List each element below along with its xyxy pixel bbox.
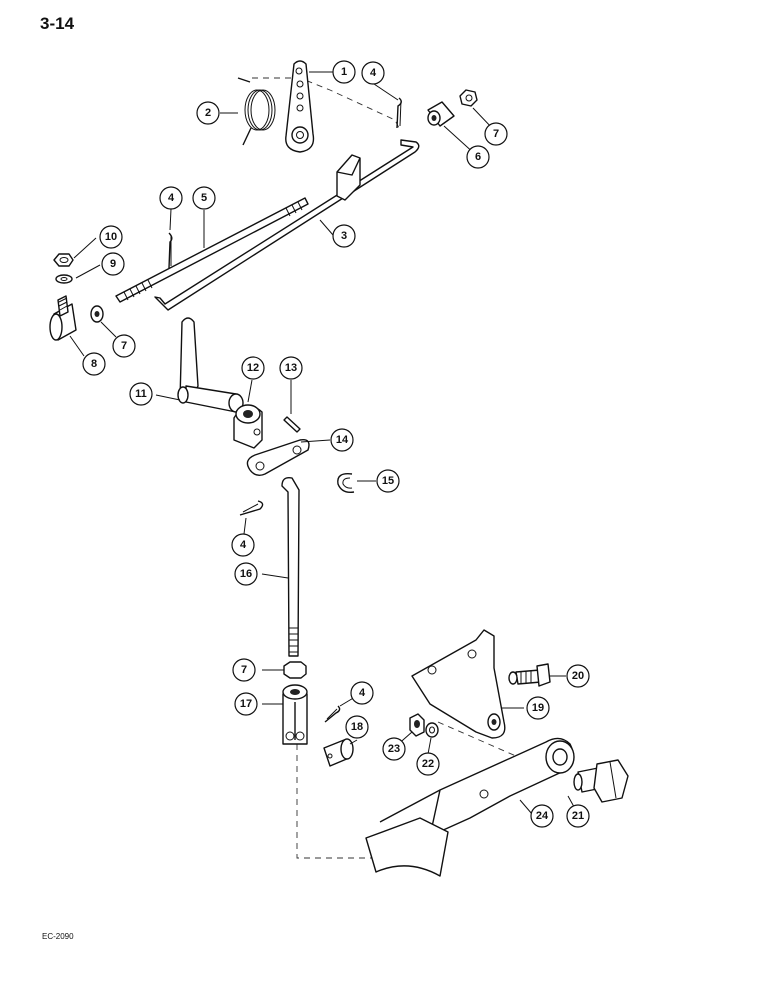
callout-15: 15 (376, 469, 400, 493)
svg-text:4: 4 (240, 539, 247, 551)
callout-2: 2 (196, 101, 220, 125)
svg-text:8: 8 (91, 358, 97, 370)
part-shaft-rod (154, 139, 420, 311)
part-clevis (282, 684, 308, 745)
part-cotter-pin-3 (239, 500, 264, 516)
callout-8: 8 (82, 352, 106, 376)
svg-text:9: 9 (110, 258, 116, 270)
callout-18: 18 (345, 715, 369, 739)
part-threaded-rod (115, 197, 309, 303)
part-clevis-pin (323, 738, 354, 767)
callout-4-c: 4 (231, 533, 255, 557)
part-pedal (365, 737, 575, 877)
svg-text:7: 7 (493, 128, 499, 140)
callout-23: 23 (382, 737, 406, 761)
svg-text:19: 19 (532, 702, 544, 714)
svg-text:2: 2 (205, 107, 211, 119)
part-roll-pin (283, 416, 301, 433)
svg-text:16: 16 (240, 568, 252, 580)
callout-7-a: 7 (484, 122, 508, 146)
callout-4-a: 4 (361, 61, 385, 85)
callout-17: 17 (234, 692, 258, 716)
svg-text:6: 6 (475, 151, 481, 163)
part-torsion-spring (237, 77, 276, 146)
svg-text:5: 5 (201, 192, 207, 204)
callout-7-b: 7 (112, 334, 136, 358)
callout-20: 20 (566, 664, 590, 688)
svg-text:20: 20 (572, 670, 584, 682)
svg-text:11: 11 (135, 388, 147, 400)
svg-text:1: 1 (341, 66, 347, 78)
callout-10: 10 (99, 225, 123, 249)
part-collar (233, 404, 263, 449)
part-lock-washer-left (55, 274, 73, 284)
svg-text:21: 21 (572, 810, 584, 822)
svg-text:12: 12 (247, 362, 259, 374)
svg-text:4: 4 (359, 687, 366, 699)
svg-text:7: 7 (121, 340, 127, 352)
callout-22: 22 (416, 752, 440, 776)
part-connector (427, 101, 455, 127)
part-nut-left (53, 253, 74, 267)
callout-6: 6 (466, 145, 490, 169)
part-cotter-pin-2 (168, 232, 173, 269)
part-nut-left-lower (90, 305, 104, 323)
svg-text:10: 10 (105, 231, 117, 243)
part-nut-top (459, 89, 478, 107)
callout-12: 12 (241, 356, 265, 380)
part-bracket-plate (285, 60, 315, 153)
part-bolt-upper (508, 663, 551, 687)
svg-text:24: 24 (536, 810, 549, 822)
svg-text:3: 3 (341, 230, 347, 242)
leader-lines (69, 71, 579, 815)
callout-21: 21 (566, 804, 590, 828)
svg-text:4: 4 (168, 192, 175, 204)
svg-text:7: 7 (241, 664, 247, 676)
svg-text:22: 22 (422, 758, 434, 770)
part-snap-ring (337, 473, 355, 494)
callout-4-d: 4 (350, 681, 374, 705)
callout-11: 11 (129, 382, 153, 406)
part-bolt-lower (573, 759, 629, 803)
callout-3: 3 (332, 224, 356, 248)
callout-7-c: 7 (232, 658, 256, 682)
part-cotter-pin-4 (324, 705, 341, 723)
part-swivel-block (49, 295, 77, 341)
figure-code: EC-2090 (42, 932, 74, 941)
part-cotter-pin-1 (396, 97, 402, 129)
svg-text:13: 13 (285, 362, 297, 374)
callout-4-b: 4 (159, 186, 183, 210)
part-control-rod (281, 476, 300, 657)
part-nut-rod (283, 661, 307, 679)
part-washer-lower (425, 722, 439, 738)
callout-1: 1 (332, 60, 356, 84)
svg-text:14: 14 (336, 434, 349, 446)
callout-9: 9 (101, 252, 125, 276)
svg-text:18: 18 (351, 721, 363, 733)
callout-24: 24 (530, 804, 554, 828)
part-nut-lower (409, 713, 425, 737)
callout-13: 13 (279, 356, 303, 380)
svg-text:15: 15 (382, 475, 394, 487)
callout-16: 16 (234, 562, 258, 586)
part-lever-shaft (177, 317, 244, 413)
part-mounting-bracket (411, 629, 506, 739)
svg-text:4: 4 (370, 67, 377, 79)
page-number: 3-14 (40, 14, 75, 33)
svg-text:23: 23 (388, 743, 400, 755)
callout-5: 5 (192, 186, 216, 210)
callout-14: 14 (330, 428, 354, 452)
svg-text:17: 17 (240, 698, 252, 710)
callout-19: 19 (526, 696, 550, 720)
